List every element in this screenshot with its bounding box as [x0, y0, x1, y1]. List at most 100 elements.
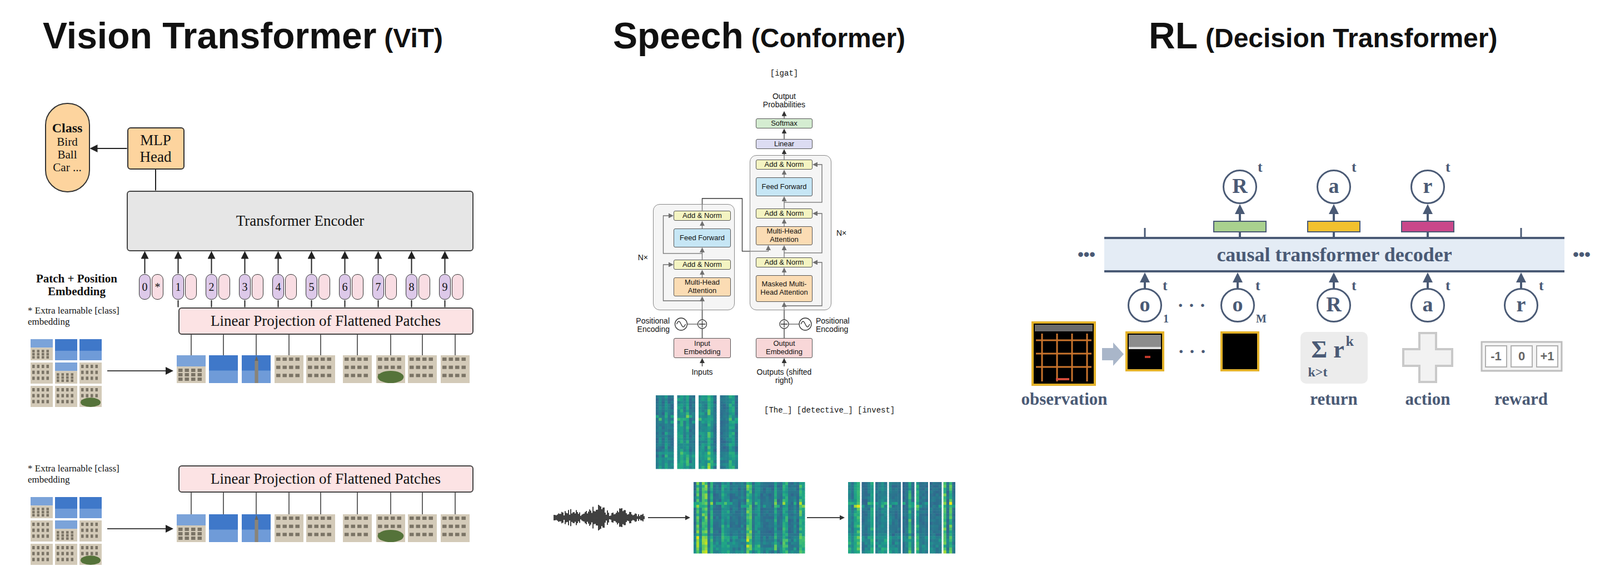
- spectrogram-cell: [735, 519, 739, 523]
- patch-window: [32, 394, 36, 398]
- patch-window: [416, 373, 421, 377]
- spectrogram-cell: [768, 510, 772, 514]
- spectrogram-cell: [689, 403, 693, 407]
- spectrogram-cell: [732, 541, 736, 546]
- spectrogram-cell: [689, 397, 693, 402]
- patch-window: [37, 394, 41, 398]
- spectrogram-cell: [689, 454, 693, 458]
- patch-window: [191, 536, 196, 540]
- patch-window: [442, 365, 447, 370]
- spectrogram-cell: [763, 512, 767, 517]
- spectrogram-cell: [760, 538, 764, 542]
- spectrogram-cell: [704, 451, 709, 456]
- spectrogram-cell: [701, 417, 705, 422]
- spectrogram-cell: [776, 484, 781, 488]
- spectrogram-cell: [731, 403, 736, 407]
- spectrogram-cell: [704, 550, 709, 554]
- spectrogram-cell: [707, 484, 711, 488]
- spectrogram-cell: [731, 426, 736, 430]
- spectrogram-cell: [699, 544, 703, 548]
- spectrogram-cell: [667, 397, 671, 402]
- spectrogram-cell: [707, 538, 711, 542]
- spectrogram-cell: [683, 397, 687, 402]
- spectrogram-cell: [734, 415, 739, 419]
- sine-wave: [800, 321, 810, 327]
- spectrogram-cell: [713, 457, 717, 461]
- spectrogram-cell: [726, 519, 731, 523]
- spectrogram-cell: [726, 532, 731, 537]
- spectrogram-cell: [723, 406, 727, 410]
- spectrogram-cell: [715, 507, 720, 511]
- patch-window: [455, 516, 460, 520]
- spectrogram-cell: [751, 499, 756, 503]
- patch-window: [461, 365, 467, 370]
- patch-tower: [254, 519, 258, 542]
- spectrogram: [677, 395, 696, 470]
- spectrogram-cell: [699, 487, 703, 491]
- spectrogram-cell: [721, 527, 725, 531]
- flatten-arrow: [107, 527, 172, 530]
- connector: [783, 129, 785, 139]
- spectrogram-cell: [713, 409, 717, 413]
- spectrogram-cell: [734, 445, 739, 450]
- spectrogram-cell: [658, 457, 662, 461]
- image-patch: [440, 355, 470, 383]
- spectrogram-cell: [680, 406, 684, 410]
- spectrogram-cell: [776, 532, 781, 537]
- image-patch: [30, 362, 53, 384]
- spectrogram-cell: [701, 400, 705, 405]
- spectrogram-cell: [729, 448, 733, 452]
- spectrogram-cell: [683, 460, 687, 464]
- spectrogram-cell: [704, 440, 709, 444]
- patch-window: [327, 357, 332, 361]
- spectrogram-cell: [760, 527, 764, 531]
- spectrogram-cell: [729, 481, 734, 486]
- spectrogram-cell: [698, 420, 702, 425]
- patch-window: [377, 365, 383, 370]
- patch-window: [390, 524, 396, 528]
- patch-window: [364, 524, 369, 528]
- spectrogram-cell: [729, 397, 733, 402]
- spectrogram-cell: [768, 481, 772, 486]
- image-patch: [55, 339, 78, 361]
- spectrogram-cell: [729, 530, 734, 534]
- patch-window: [32, 551, 36, 556]
- spectrogram-cell: [713, 521, 717, 526]
- spectrogram-cell: [710, 512, 714, 517]
- spectrogram-cell: [693, 519, 697, 523]
- spectrogram-cell: [743, 541, 747, 546]
- spectrogram-cell: [760, 510, 764, 514]
- spectrogram-cell: [738, 547, 742, 551]
- patch-window: [66, 399, 69, 403]
- patch-window: [384, 516, 390, 520]
- patch-window: [357, 373, 362, 377]
- spectrogram-cell: [785, 484, 789, 488]
- spectrogram-cell: [734, 460, 739, 464]
- spectrogram-cell: [661, 465, 666, 470]
- spectrogram-cell: [696, 535, 700, 540]
- spectrogram-cell: [720, 406, 724, 410]
- spectrogram-cell: [667, 460, 671, 464]
- spectrogram-cell: [686, 395, 690, 399]
- spectrogram-cell: [658, 448, 662, 452]
- patch-window: [185, 377, 190, 381]
- spectrogram-cell: [655, 429, 660, 433]
- spectrogram-cell: [707, 487, 711, 491]
- patch-window: [61, 394, 65, 398]
- patch-window: [197, 536, 203, 540]
- spectrogram-cell: [746, 535, 750, 540]
- patch-sky: [55, 362, 78, 371]
- spectrogram-cell: [732, 515, 736, 520]
- patch-window: [46, 355, 50, 359]
- spectrogram-cell: [689, 429, 693, 433]
- spectrogram-cell: [693, 544, 697, 548]
- patch-window: [32, 364, 36, 368]
- spectrogram-cell: [670, 434, 675, 438]
- patch-window: [46, 534, 50, 538]
- patch-sky: [30, 339, 53, 348]
- spectrogram-cell: [731, 429, 736, 433]
- spectrogram-cell: [655, 437, 660, 441]
- patch-window: [307, 365, 313, 370]
- spectrogram-cell: [768, 499, 772, 503]
- spectrogram-cell: [677, 465, 681, 470]
